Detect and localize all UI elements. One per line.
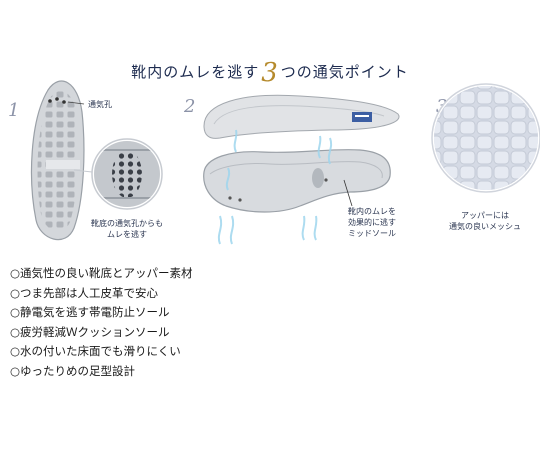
vent-hole-zoom	[73, 138, 163, 210]
outsole-caption-line-1: 靴底の通気孔からも	[91, 219, 163, 228]
feature-item: ○通気性の良い靴底とアッパー素材	[10, 266, 193, 280]
illustration-area	[30, 80, 540, 245]
feature-item: ○疲労軽減Ｗクッションソール	[10, 324, 170, 339]
feature-item: ○静電気を逃す帯電防止ソール	[10, 305, 170, 320]
mesh-caption-line-2: 通気の良いメッシュ	[449, 222, 521, 231]
midsole-image	[203, 149, 391, 213]
title-suffix: つの通気ポイント	[280, 63, 409, 81]
feature-item: ○ゆったりめの足型設計	[10, 363, 136, 378]
mesh-caption: アッパーには 通気の良いメッシュ	[434, 210, 536, 232]
midsole-caption: 靴内のムレを 効果的に逃す ミッドソール	[348, 206, 396, 239]
midsole-caption-line-1: 靴内のムレを	[348, 207, 396, 216]
title-prefix: 靴内のムレを逃す	[131, 63, 260, 81]
mesh-caption-line-1: アッパーには	[461, 211, 509, 220]
title-number: 3	[261, 58, 279, 88]
midsole-caption-line-3: ミッドソール	[348, 229, 396, 238]
outsole-caption-line-2: ムレを逃す	[107, 230, 147, 239]
airflow-arrows	[217, 129, 333, 245]
midsole-pointer	[343, 179, 353, 207]
feature-item: ○つま先部は人工皮革で安心	[10, 285, 159, 300]
point-1-number: 1	[8, 100, 20, 121]
outsole-caption: 靴底の通気孔からも ムレを逃す	[84, 218, 170, 240]
outsole-image	[30, 80, 85, 241]
insole-image	[203, 94, 400, 139]
feature-list: ○通気性の良い靴底とアッパー素材 ○つま先部は人工皮革で安心 ○静電気を逃す帯電…	[10, 264, 193, 382]
vent-hole-label: 通気孔	[88, 100, 112, 109]
feature-item: ○水の付いた床面でも滑りにくい	[10, 344, 181, 359]
mesh-zoom	[431, 83, 540, 193]
midsole-caption-line-2: 効果的に逃す	[348, 218, 396, 227]
point-2-number: 2	[184, 96, 196, 117]
